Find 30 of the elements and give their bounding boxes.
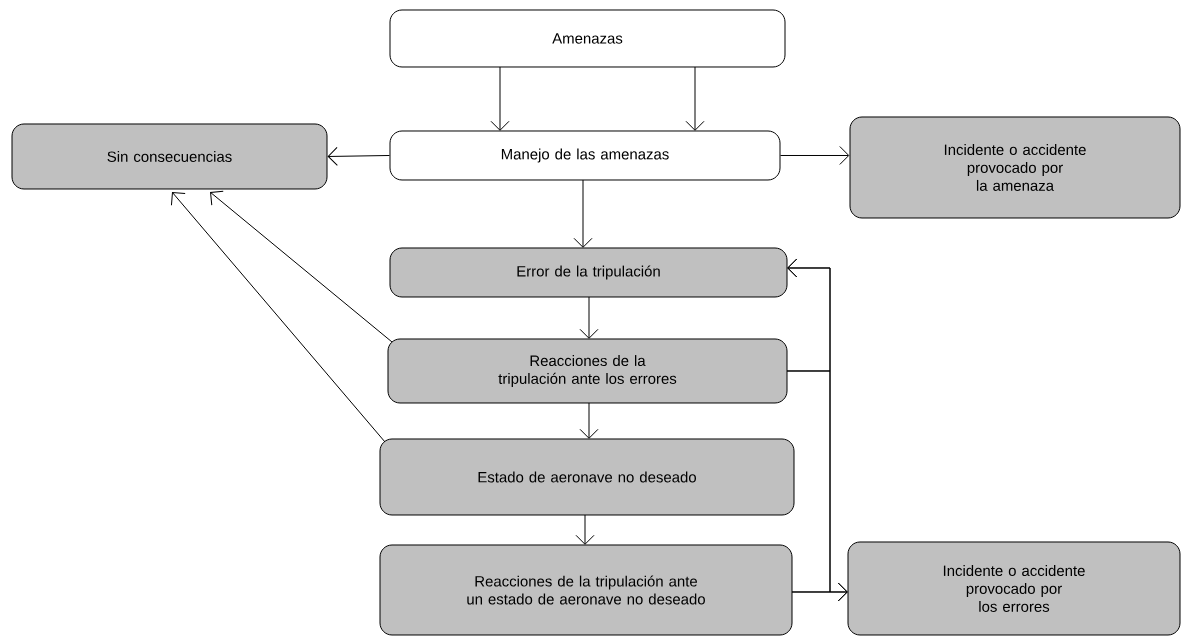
box-text: Error de la tripulación [517,265,660,280]
process-box [389,130,781,181]
arrow [579,402,599,439]
outcome-box [379,438,795,516]
arrow [490,66,510,131]
arrow [791,582,848,602]
arrow [685,66,705,131]
outcome-box [849,116,1181,219]
outcome-box [379,544,793,636]
box-text: Amenazas [552,33,623,44]
box-text: Incidente o accidente provocado por la amenaza [944,144,1086,191]
box-text: Incidente o accidente provocado por los errores [943,565,1085,612]
outcome-box [847,541,1181,636]
outcome-box [11,123,328,190]
outcome-box [387,338,788,404]
arrow [327,146,390,166]
box-text: Estado de aeronave no deseado [478,471,696,483]
arrow [579,296,599,339]
box-text: Reacciones de la tripulación ante un estado de aeronave no deseado [467,575,705,605]
box-text: Manejo de las amenazas [501,148,669,163]
box-text: Sin consecuencias [107,151,232,162]
arrow [573,179,593,248]
arrow [780,146,850,165]
arrow [170,192,386,443]
outcome-box [389,247,788,298]
arrow [210,190,393,343]
process-box [389,9,786,68]
arrow [575,514,595,545]
arrow [787,258,831,593]
box-text: Reacciones de la tripulación ante los errores [498,355,677,387]
